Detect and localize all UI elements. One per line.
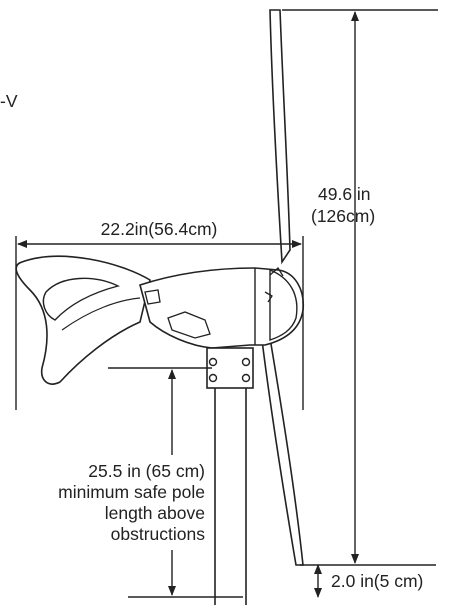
nacelle-panel	[167, 311, 211, 339]
bolt-icon	[241, 357, 251, 367]
bolt-icons	[208, 357, 251, 383]
height-dimension	[282, 9, 438, 566]
height-label-cm: (126cm)	[311, 206, 375, 226]
vertical-blade	[269, 9, 291, 265]
pole-label-line3: length above	[105, 503, 205, 523]
pole-label-line4: obstructions	[111, 524, 206, 544]
pole-length-dimension	[108, 367, 243, 598]
lower-blade	[261, 337, 304, 566]
height-label-in: 49.6 in	[318, 184, 371, 204]
tail-fin	[15, 255, 151, 385]
pole-label-line1: 25.5 in (65 cm)	[88, 461, 205, 481]
tail-fin-inner-line	[61, 297, 141, 331]
hub-notches	[264, 267, 284, 303]
pole-label-line2: minimum safe pole	[58, 482, 205, 502]
bolt-icon	[208, 373, 218, 383]
bolt-icon	[208, 357, 218, 367]
bolt-icon	[241, 373, 251, 383]
nacelle-hub	[269, 268, 298, 341]
nacelle-clip	[144, 289, 161, 305]
pole	[214, 385, 247, 605]
clearance-label: 2.0 in(5 cm)	[331, 571, 423, 591]
width-label: 22.2in(56.4cm)	[101, 219, 218, 239]
voltage-fragment-label: -V	[0, 91, 18, 111]
width-dimension	[15, 236, 304, 410]
tail-fin-cutout	[42, 277, 121, 321]
